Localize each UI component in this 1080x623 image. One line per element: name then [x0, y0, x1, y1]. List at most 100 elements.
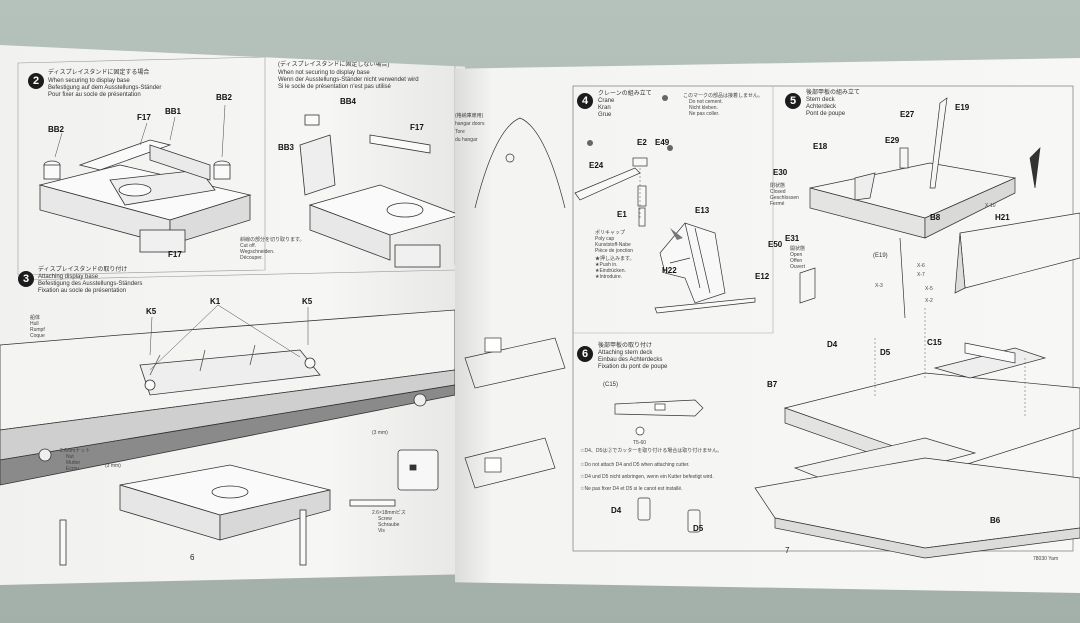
- display-base-drawing-3: [38, 393, 439, 566]
- part-label: K5: [302, 297, 313, 306]
- part-label: B8: [930, 213, 941, 222]
- nut-note-de: Mutter: [66, 460, 81, 466]
- push-in-jp: ★押し込みます。: [595, 256, 635, 262]
- step-4-title-de: Kran: [598, 105, 611, 111]
- part-label: C15: [927, 338, 942, 347]
- step-3-title-fr: Fixation au socle de présentation: [38, 288, 127, 294]
- page-number: 7: [785, 546, 790, 555]
- cutoff-note-jp: 斜線の部分を切り取ります。: [240, 237, 305, 243]
- part-label: BB3: [278, 143, 295, 152]
- part-label: E27: [900, 110, 915, 119]
- polycap-de: Kunststoff-Nabe: [595, 242, 631, 248]
- d4-note-en: ☆Do not attach D4 and D5 when attaching …: [580, 462, 690, 468]
- step-5-title-en: Stern deck: [806, 97, 835, 103]
- step-2b-title-en: When not securing to display base: [278, 70, 370, 76]
- part-label: X-3: [875, 283, 883, 289]
- step-2-badge: 2: [28, 73, 44, 89]
- polycap-fr: Pièce de jonction: [595, 248, 634, 254]
- part-label: E29: [885, 136, 900, 145]
- closed-jp: 閉状態: [770, 183, 786, 189]
- no-cement-icon: [587, 95, 673, 151]
- nut-note-en: Nut: [66, 454, 74, 460]
- d4-note-de: ☆D4 und D5 nicht anbringen, wenn ein Kut…: [580, 474, 714, 480]
- closed-fr: Fermé: [770, 201, 785, 207]
- step-5-title-de: Achterdeck: [806, 104, 837, 110]
- d4-d5-parts: [637, 497, 701, 533]
- hangar-note-fr: du hangar: [455, 137, 478, 143]
- step-5-badge: 5: [785, 93, 801, 109]
- hangar-note-de: Tore: [455, 129, 465, 135]
- step-2-title-fr: Pour fixer au socle de présentation: [48, 92, 141, 98]
- d4-note-fr: ☆Ne pas fixer D4 et D5 si le canot est i…: [580, 486, 683, 492]
- step-6-title-fr: Fixation du pont de poupe: [598, 364, 668, 370]
- no-cement-note-de: Nicht kleben.: [689, 105, 718, 111]
- part-label: E31: [785, 234, 800, 243]
- step-4-title-fr: Grue: [598, 112, 612, 118]
- dimension-label: (3 mm): [372, 430, 388, 436]
- no-cement-note-fr: Ne pas coller.: [689, 111, 720, 117]
- hangar-note-en: hangar doors: [455, 121, 485, 127]
- cutoff-note-fr: Découper.: [240, 255, 263, 261]
- part-label: BB4: [340, 97, 357, 106]
- part-label: E49: [655, 138, 670, 147]
- hull-stern-drawing: [754, 342, 1080, 559]
- display-base-drawing-2: [299, 114, 462, 268]
- arrow-icon: [670, 228, 683, 240]
- polycap-jp: ポリキャップ: [595, 230, 626, 236]
- part-label: H21: [995, 213, 1010, 222]
- closed-de: Geschlossen: [770, 195, 799, 201]
- hull-label-jp: 船体: [30, 315, 41, 321]
- push-in-de: ★Eindrücken.: [595, 268, 626, 274]
- part-label: E1: [617, 210, 627, 219]
- part-label: T5-60: [633, 440, 647, 446]
- step-2b-title-jp: (ディスプレイスタンドに固定しない場合): [278, 62, 390, 68]
- step-3-title-en: Attaching display base: [38, 274, 99, 280]
- step-2b-title-fr: Si le socle de présentation n'est pas ut…: [278, 84, 391, 90]
- part-label: F17: [168, 250, 182, 259]
- left-page: 2 ディスプレイスタンドに固定する場合 When securing to dis…: [0, 45, 465, 585]
- screw-note-en: Screw: [378, 516, 392, 522]
- step-4-title-en: Crane: [598, 98, 615, 104]
- no-cement-note-en: Do not cement.: [689, 99, 723, 105]
- step-6-title-en: Attaching stern deck: [598, 350, 653, 356]
- part-label: BB2: [48, 125, 65, 134]
- nut-note-jp: 2.6mmナット: [60, 448, 91, 454]
- catalog-code: 78030 Yam: [1033, 556, 1059, 562]
- part-label: D5: [880, 348, 891, 357]
- open-en: Open: [790, 252, 803, 258]
- stern-deck-drawing: [799, 97, 1080, 319]
- part-label: E24: [589, 161, 604, 170]
- open-fr: Ouvert: [790, 264, 806, 270]
- page-number: 6: [190, 553, 195, 562]
- left-page-diagrams: [0, 56, 462, 566]
- part-label: E12: [755, 272, 770, 281]
- part-label: D4: [611, 506, 622, 515]
- part-label: B7: [767, 380, 778, 389]
- step-5-title-fr: Pont de poupe: [806, 111, 846, 117]
- part-label: X-10: [985, 203, 996, 209]
- step-6-title-jp: 後部甲板の取り付け: [598, 343, 653, 349]
- hangar-note-jp: (格納庫扉用): [455, 113, 484, 119]
- step-3-badge: 3: [18, 271, 34, 287]
- stern-deck-outline: [464, 117, 566, 489]
- part-label: D4: [827, 340, 838, 349]
- part-label: E18: [813, 142, 828, 151]
- part-label: X-5: [925, 286, 933, 292]
- part-label: K5: [146, 307, 157, 316]
- step-6-title-de: Einbau des Achterdecks: [598, 357, 663, 363]
- screw-note-fr: Vis: [378, 528, 385, 534]
- polycap-en: Poly cap: [595, 236, 615, 242]
- part-label: E19: [955, 103, 970, 112]
- e19-caption: (E19): [873, 253, 888, 259]
- cutoff-note-de: Wegschneiden.: [240, 249, 275, 255]
- screw-note-de: Schraube: [378, 522, 400, 528]
- part-label: E13: [695, 206, 710, 215]
- open-jp: 開状態: [790, 246, 806, 252]
- step-2-title-de: Befestigung auf dem Ausstellungs-Ständer: [48, 85, 162, 91]
- part-label: E30: [773, 168, 788, 177]
- step-5-title-jp: 後部甲板の組み立て: [806, 90, 861, 96]
- c15-caption: (C15): [603, 382, 619, 388]
- part-label: B6: [990, 516, 1001, 525]
- right-page-diagrams: [464, 85, 1080, 559]
- step-4-title-jp: クレーンの組み立て: [598, 91, 652, 97]
